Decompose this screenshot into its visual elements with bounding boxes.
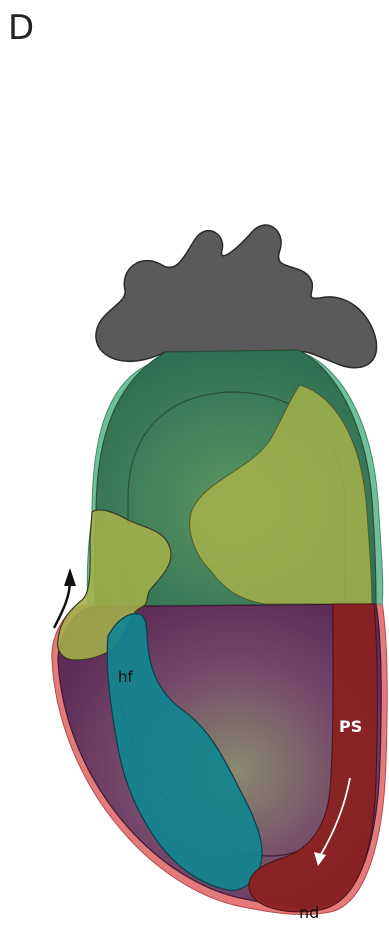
extraembryonic-tissue: [96, 225, 377, 368]
nd-label: nd: [299, 903, 319, 922]
ps-label: PS: [339, 717, 362, 736]
upward-arrow-head: [64, 568, 76, 586]
hf-label: hf: [118, 668, 134, 686]
